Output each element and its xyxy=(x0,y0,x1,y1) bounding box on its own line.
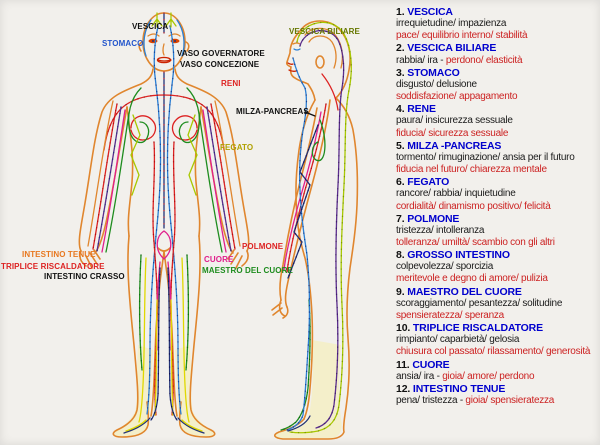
figure-label-vescica: VESCICA xyxy=(132,22,169,31)
milza-pointer xyxy=(304,111,316,117)
side-figure xyxy=(271,20,359,440)
figure-label-intestino_tenue: INTESTINO TENUE xyxy=(22,250,96,259)
figure-label-reni: RENI xyxy=(221,79,241,88)
list-item-row: rabbia/ ira - perdono/ elasticità xyxy=(396,54,523,66)
list-item-row: scoraggiamento/ pesantezza/ solitudine xyxy=(396,297,563,309)
acupoint-dots xyxy=(138,254,143,371)
front-leg-fill xyxy=(112,345,216,438)
list-item-header: 12. INTESTINO TENUE xyxy=(396,382,506,395)
body-figures xyxy=(78,12,359,440)
figure-label-stomaco: STOMACO xyxy=(102,39,144,48)
figure-label-triplice_riscaldatore: TRIPLICE RISCALDATORE xyxy=(1,262,105,271)
figure-label-vaso_governatore: VASO GOVERNATORE xyxy=(177,49,265,58)
list-item-row: soddisfazione/ appagamento xyxy=(396,91,518,103)
figure-label-cuore: CUORE xyxy=(204,255,234,264)
list-item-row: rancore/ rabbia/ inquietudine xyxy=(396,188,516,200)
acupoint-dots xyxy=(185,254,190,371)
list-item-row: meritevole e degno di amore/ pulizia xyxy=(396,273,548,285)
figure-labels: VESCICA STOMACO VASO GOVERNATORE VASO CONCE… xyxy=(1,22,360,281)
list-item-row: paura/ insicurezza sessuale xyxy=(396,115,513,127)
figure-label-milza_pancreas: MILZA-PANCREAS xyxy=(236,107,309,116)
figure-label-vescica_biliare: VESCICA BILIARE xyxy=(289,27,360,36)
list-item-row: disgusto/ delusione xyxy=(396,78,477,90)
side-meridians xyxy=(280,21,352,434)
list-item-row: fiducia nel futuro/ chiarezza mentale xyxy=(396,164,547,176)
acupoint-dots xyxy=(299,29,345,429)
list-item-row: pace/ equilibrio interno/ stabilità xyxy=(396,30,528,42)
list-item-row: tormento/ rimuginazione/ ansia per il fu… xyxy=(396,151,575,163)
figure-label-maestro_del_cuore: MAESTRO DEL CUORE xyxy=(202,266,293,275)
list-item-row: ansia/ ira - gioia/ amore/ perdono xyxy=(396,370,535,382)
list-item-header: 8. GROSSO INTESTINO xyxy=(396,249,510,262)
list-item-header: 10. TRIPLICE RISCALDATORE xyxy=(396,322,543,335)
figure-label-polmone: POLMONE xyxy=(242,242,284,251)
list-item-header: 2. VESCICA BILIARE xyxy=(396,42,497,55)
list-item-row: cordialità/ dinamismo positivo/ felicità xyxy=(396,200,551,212)
list-item-row: chiusura col passato/ rilassamento/ gene… xyxy=(396,346,591,358)
acupoint-dots xyxy=(167,267,178,421)
side-body-outline xyxy=(271,20,359,440)
list-item-header: 5. MILZA -PANCREAS xyxy=(396,139,502,152)
list-item-row: irrequietudine/ impazienza xyxy=(396,18,507,30)
list-item-row: fiducia/ sicurezza sessuale xyxy=(396,127,509,139)
side-face xyxy=(287,27,343,72)
list-item-header: 6. FEGATO xyxy=(396,176,450,189)
list-item-row: spensieratezza/ speranza xyxy=(396,309,504,321)
list-item-row: tristezza/ intolleranza xyxy=(396,224,485,236)
figure-label-fegato: FEGATO xyxy=(220,143,254,152)
list-item-header: 1. VESCICA xyxy=(396,6,453,18)
list-item-header: 11. CUORE xyxy=(396,358,450,371)
figure-label-intestino_crasso: INTESTINO CRASSO xyxy=(44,272,125,281)
list-item-header: 9. MAESTRO DEL CUORE xyxy=(396,285,522,298)
list-item-header: 7. POLMONE xyxy=(396,212,460,225)
list-item-header: 4. RENE xyxy=(396,103,436,116)
side-leg-fill xyxy=(274,340,342,439)
list-item-row: rimpianto/ caparbietà/ gelosia xyxy=(396,334,520,346)
front-figure xyxy=(78,12,250,438)
list-item-row: tolleranza/ umiltà/ scambio con gli altr… xyxy=(396,236,555,248)
front-meridians xyxy=(87,12,241,434)
acupoint-dots xyxy=(146,25,162,415)
list-item-row: colpevolezza/ sporcizia xyxy=(396,261,494,273)
figure-label-vaso_concezione: VASO CONCEZIONE xyxy=(180,60,260,69)
acupoint-dots xyxy=(166,25,182,415)
list-item-header: 3. STOMACO xyxy=(396,66,460,79)
list-item-row: pena/ tristezza - gioia/ spensieratezza xyxy=(396,395,555,406)
acupoint-dots xyxy=(150,267,161,421)
